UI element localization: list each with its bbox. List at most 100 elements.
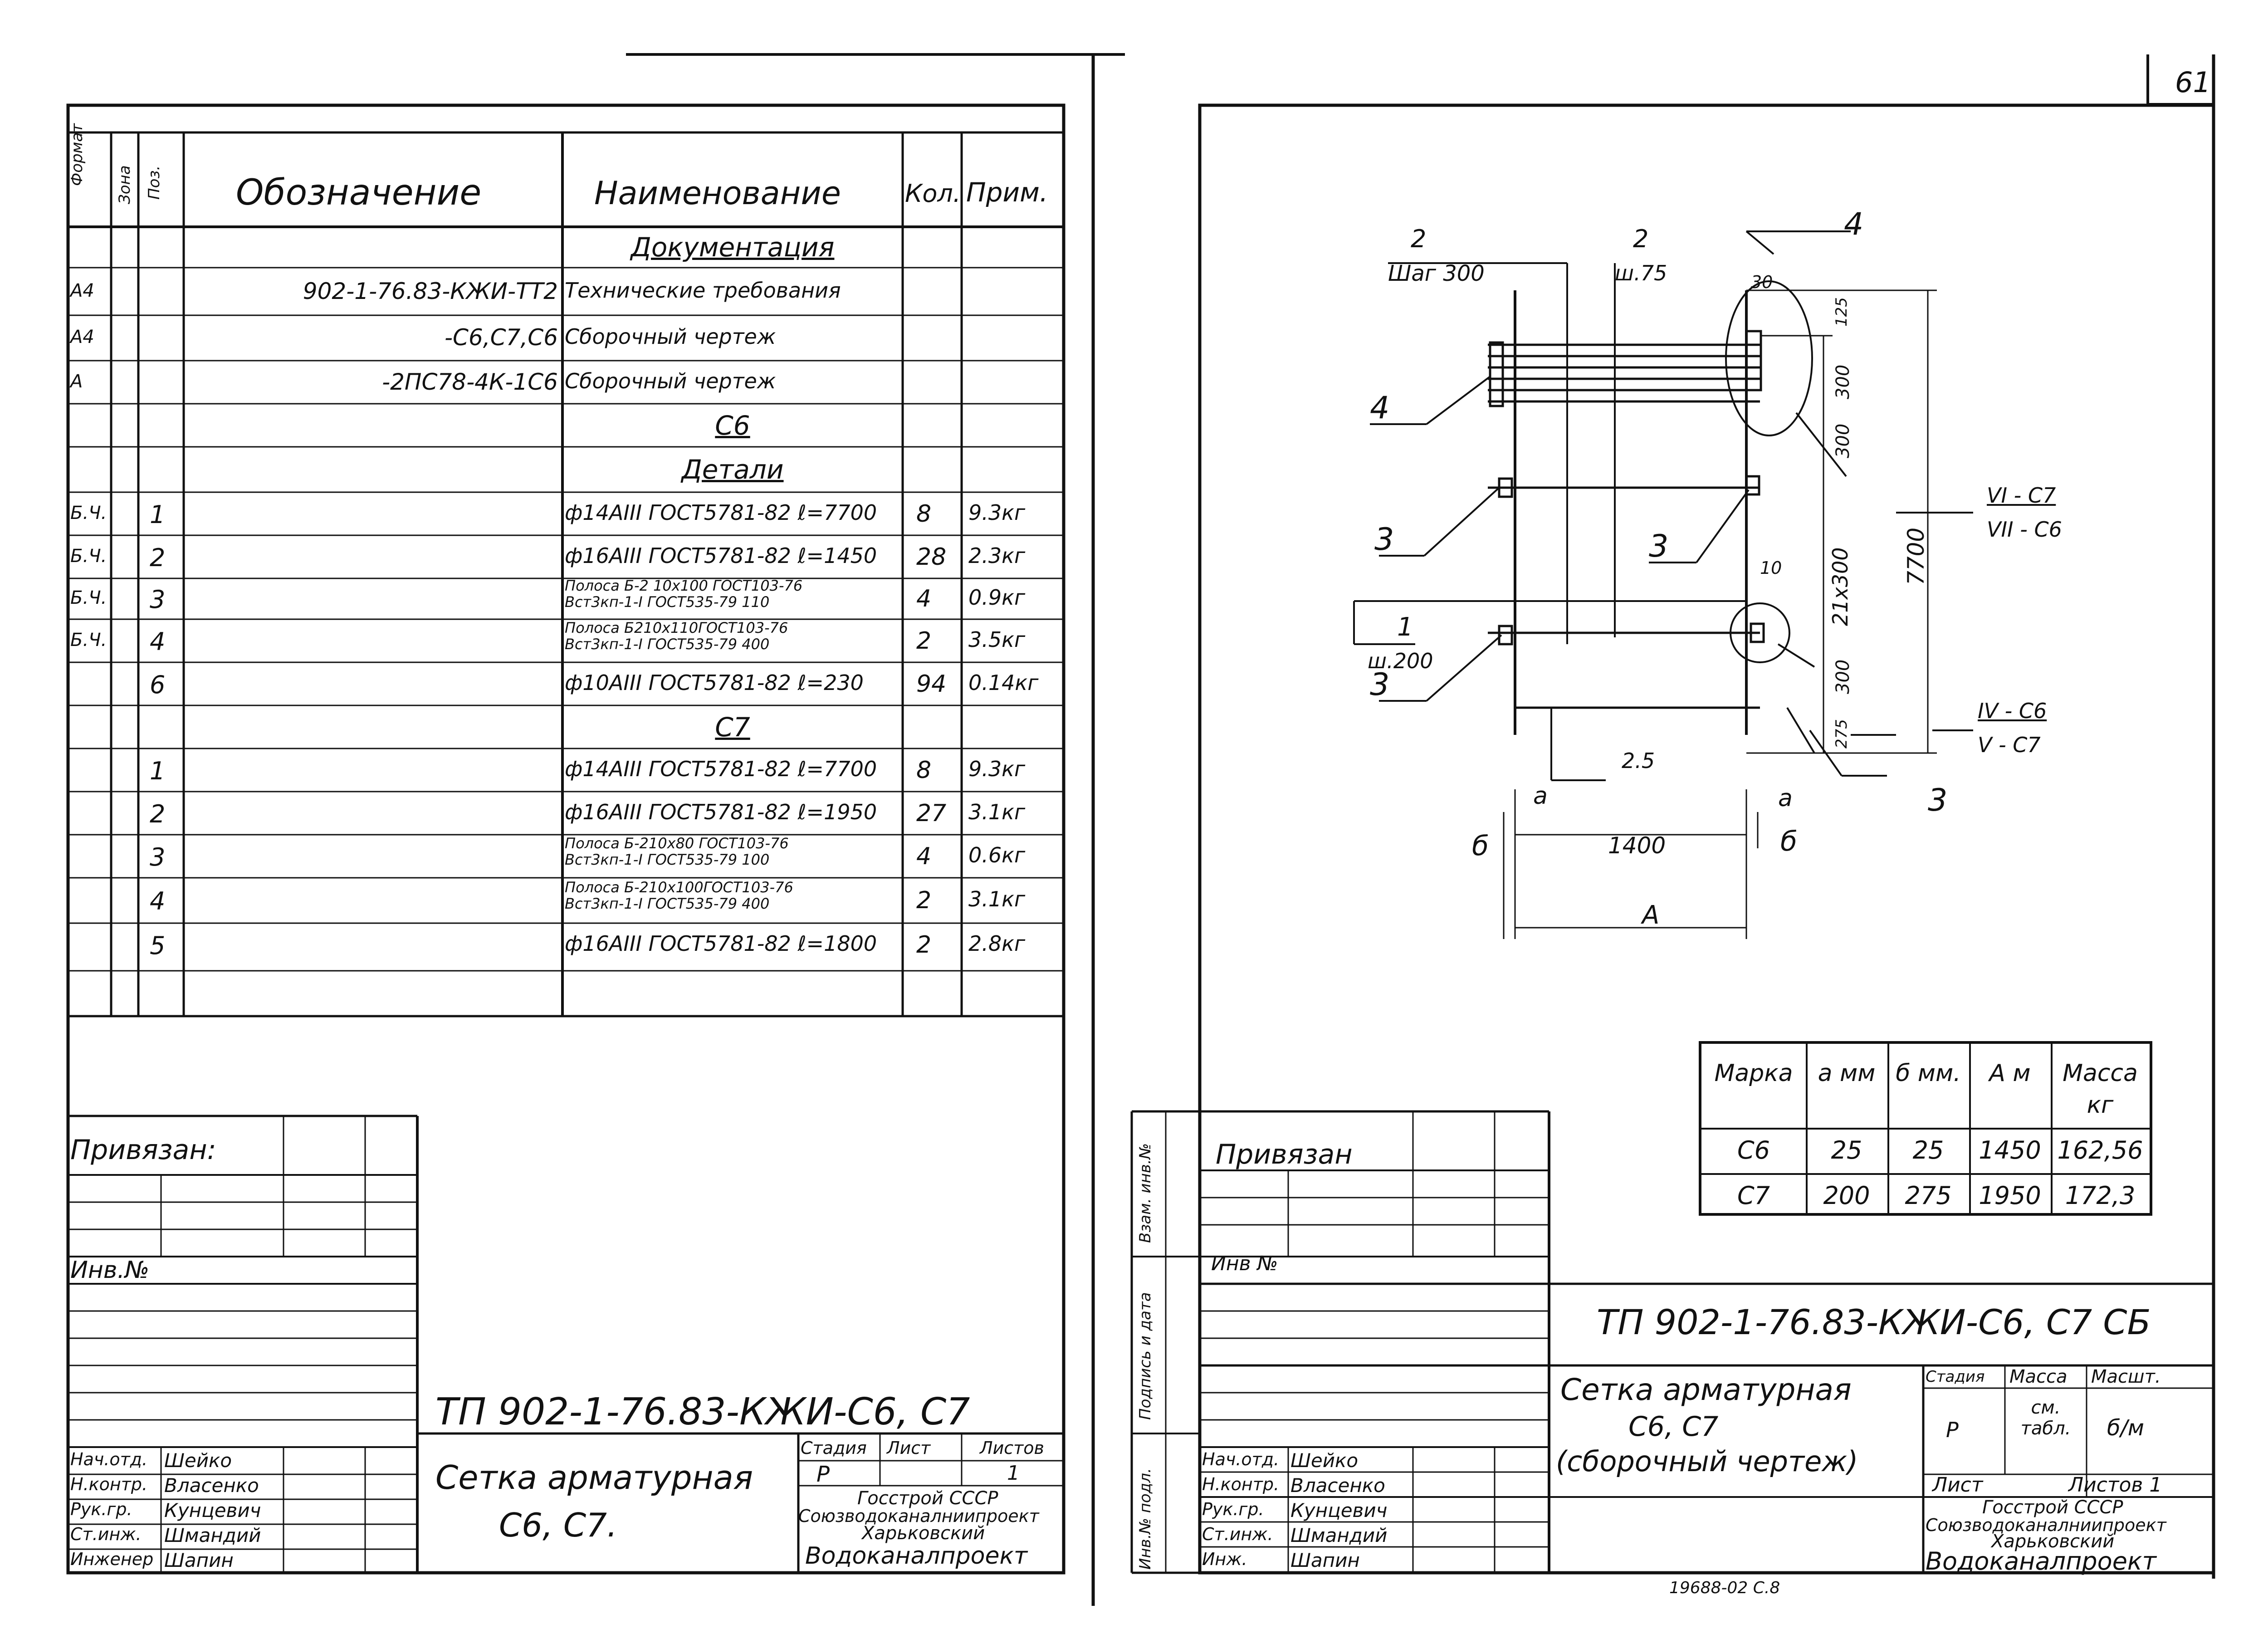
label-dim30: 30	[1751, 272, 1773, 292]
label-sec-bot-1: IV - С6	[1978, 699, 2047, 723]
label-sec-top-1: VI - С7	[1987, 483, 2056, 508]
right-title-name-1: Сетка арматурная	[1560, 1372, 1852, 1407]
left-org-3: Харьковский	[862, 1523, 985, 1544]
label-bar2-a: 2	[1411, 225, 1427, 253]
spec-row-qty: 2	[916, 887, 932, 914]
spec-row-section: С7	[715, 711, 750, 743]
spec-row-pos: 5	[150, 931, 166, 960]
right-stamp-lines	[1200, 1110, 2214, 1573]
signer-role: Инженер	[70, 1549, 154, 1569]
left-title-name-1: Сетка арматурная	[435, 1458, 753, 1497]
header-note: Прим.	[966, 177, 1048, 208]
spec-row-name: ф14АIII ГОСТ5781-82 ℓ=7700	[565, 500, 877, 525]
spec-row-qty: 2	[916, 627, 932, 655]
spec-row-qty: 8	[916, 500, 932, 528]
label-pos3-c: 3	[1370, 667, 1390, 703]
spec-row-format: Б.Ч.	[70, 502, 107, 523]
right-scale-label: Масшт.	[2091, 1366, 2161, 1387]
spec-row-pos: 3	[150, 585, 166, 614]
header-zone: Зона	[116, 165, 134, 204]
label-bar2-b-sub: ш.75	[1615, 261, 1667, 285]
spec-row-name: Полоса Б-2 10х100 ГОСТ103-76	[565, 577, 803, 594]
left-org-1: Госстрой СССР	[857, 1488, 998, 1509]
label-pos3-b: 3	[1649, 528, 1669, 564]
spec-row-format: А4	[70, 327, 94, 347]
mark-table-cell: С6	[1737, 1136, 1770, 1164]
spec-row-pos: 4	[150, 887, 166, 915]
right-sheet	[1091, 54, 2215, 1606]
signer-name: Шмандий	[1290, 1524, 1388, 1546]
signer-name: Шейко	[164, 1449, 232, 1472]
spec-row-qty: 28	[916, 543, 947, 571]
spec-row-name: ф10АIII ГОСТ5781-82 ℓ=230	[565, 670, 864, 695]
spec-row-name: ф16АIII ГОСТ5781-82 ℓ=1450	[565, 543, 877, 568]
signer-role: Н.контр.	[1202, 1474, 1280, 1494]
right-title-code: ТП 902-1-76.83-КЖИ-С6, С7 СБ	[1597, 1302, 2151, 1342]
spec-row-note: 3.1кг	[968, 887, 1026, 911]
spec-row-format: Б.Ч.	[70, 545, 107, 567]
spec-row-pos: 1	[150, 756, 166, 785]
signer-role: Ст.инж.	[1202, 1524, 1273, 1544]
right-org-2: Союзводоканалниипроект	[1926, 1515, 2166, 1535]
label-b-right: б	[1780, 826, 1798, 857]
left-sheets-label: Листов	[980, 1438, 1044, 1458]
right-sheet-label: Лист	[1932, 1473, 1983, 1497]
spec-row-format: А	[70, 371, 83, 392]
signer-role: Нач.отд.	[1202, 1449, 1280, 1469]
header-pos: Поз.	[145, 165, 163, 200]
spec-row-note: 9.3кг	[968, 756, 1026, 781]
mark-table-cell: 162,56	[2057, 1136, 2143, 1164]
spec-row-qty: 4	[916, 585, 932, 612]
left-org-2: Союзводоканалниипроект	[798, 1506, 1039, 1526]
spec-row-name-2: Вст3кп-1-I ГОСТ535-79 100	[565, 851, 770, 868]
label-bar2-b: 2	[1633, 225, 1649, 253]
left-title-code: ТП 902-1-76.83-КЖИ-С6, С7	[435, 1390, 970, 1433]
spec-row-name: ф16АIII ГОСТ5781-82 ℓ=1950	[565, 799, 877, 824]
mark-table-header: б мм.	[1896, 1060, 1961, 1087]
spec-row-pos: 2	[150, 543, 166, 572]
left-privyazan: Привязан:	[70, 1134, 216, 1166]
left-stage-value: Р	[816, 1462, 830, 1487]
mark-table-header: а мм	[1818, 1060, 1876, 1087]
spec-row-note: 3.5кг	[968, 627, 1026, 652]
mark-table-cell: 1950	[1979, 1181, 2041, 1210]
label-a-right: а	[1778, 785, 1793, 812]
right-mass-label: Масса	[2009, 1366, 2068, 1387]
spec-row-name-2: Вст3кп-1-I ГОСТ535-79 110	[565, 593, 770, 611]
label-dim10: 10	[1760, 558, 1782, 578]
spec-row-note: 3.1кг	[968, 799, 1026, 824]
signer-role: Нач.отд.	[70, 1449, 148, 1469]
mark-table-header: Марка	[1714, 1060, 1793, 1087]
spec-row-name: ф16АIII ГОСТ5781-82 ℓ=1800	[565, 931, 877, 956]
spec-row-qty: 27	[916, 799, 947, 827]
spec-row-qty: 8	[916, 756, 932, 784]
header-name: Наименование	[594, 175, 841, 212]
spec-row-note: 2.3кг	[968, 543, 1026, 568]
spec-row-qty: 94	[916, 670, 947, 698]
label-pos1: 1	[1397, 612, 1413, 642]
spec-row-section: Документация	[631, 232, 835, 263]
spec-row-format: А4	[70, 280, 94, 301]
right-page-number: 61	[2175, 66, 2211, 99]
right-org-3: Харьковский	[1991, 1531, 2115, 1552]
spec-row-note: 0.14кг	[968, 670, 1039, 695]
signer-name: Шейко	[1290, 1449, 1359, 1472]
spec-row-name: Технические требования	[565, 278, 841, 303]
label-dim25: 2.5	[1622, 749, 1655, 773]
spec-row-note: 0.6кг	[968, 842, 1026, 867]
header-qty: Кол.	[905, 179, 961, 208]
right-stage-label: Стадия	[1926, 1368, 1985, 1386]
spec-row-pos: 6	[150, 670, 166, 699]
mark-table-cell: 25	[1831, 1136, 1862, 1164]
mark-table-cell: С7	[1737, 1181, 1770, 1210]
mark-table-row-line	[1701, 1173, 2150, 1175]
signer-role: Н.контр.	[70, 1474, 148, 1494]
label-pos3-d: 3	[1928, 783, 1948, 818]
signer-name: Шмандий	[164, 1524, 261, 1546]
spec-row-pos: 3	[150, 842, 166, 871]
spec-row-section: С6	[715, 410, 750, 441]
label-bar2-a-sub: Шаг 300	[1388, 261, 1485, 286]
mark-table-header: А м	[1989, 1060, 2031, 1087]
left-stage-label: Стадия	[801, 1438, 867, 1458]
spec-row-note: 2.8кг	[968, 931, 1026, 956]
